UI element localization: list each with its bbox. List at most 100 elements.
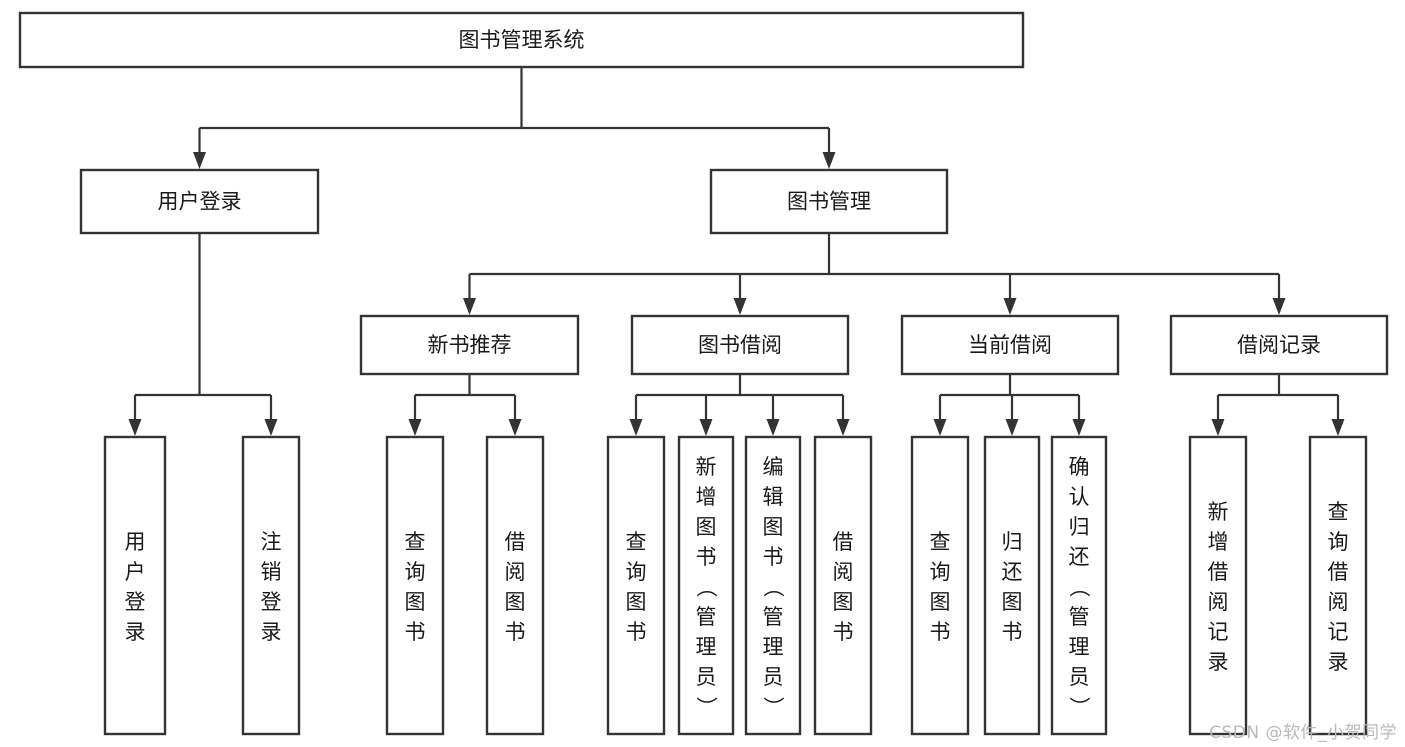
connector-layer	[128, 67, 1345, 436]
node-label: 用户登录	[158, 190, 242, 214]
node-box	[485, 435, 545, 736]
svg-text:图: 图	[505, 590, 526, 614]
node-borrow-record[interactable]: 借阅记录	[1169, 314, 1389, 376]
node-box	[1188, 435, 1248, 736]
svg-text:管: 管	[763, 605, 784, 629]
node-book-borrow[interactable]: 图书借阅	[630, 314, 850, 376]
svg-text:还: 还	[1069, 545, 1090, 569]
node-box	[241, 435, 301, 736]
svg-text:确: 确	[1069, 455, 1090, 479]
svg-text:书: 书	[1002, 620, 1023, 644]
node-current-borrow[interactable]: 当前借阅	[900, 314, 1120, 376]
svg-text:查: 查	[1328, 500, 1349, 524]
node-box	[709, 168, 949, 235]
node-new-book-recommend[interactable]: 新书推荐	[359, 314, 580, 376]
arrow-head	[699, 419, 713, 436]
svg-text:户: 户	[125, 560, 146, 584]
svg-text:书: 书	[930, 620, 951, 644]
node-box	[983, 435, 1041, 736]
svg-text:阅: 阅	[833, 560, 854, 584]
arrow-head	[128, 419, 142, 436]
svg-text:认: 认	[1069, 485, 1090, 509]
svg-text:辑: 辑	[763, 485, 784, 509]
svg-text:书: 书	[626, 620, 647, 644]
svg-text:员: 员	[1069, 665, 1090, 689]
arrow-head	[193, 152, 206, 169]
node-box	[813, 435, 873, 736]
svg-text:图: 图	[626, 590, 647, 614]
svg-text:新: 新	[696, 455, 717, 479]
node-box	[1308, 435, 1368, 736]
svg-text:登: 登	[125, 590, 146, 614]
svg-text:查: 查	[626, 530, 647, 554]
node-label: 用户登录	[125, 530, 146, 644]
svg-text:）: ）	[1067, 696, 1091, 717]
svg-text:查: 查	[930, 530, 951, 554]
svg-text:录: 录	[261, 620, 282, 644]
svg-text:管: 管	[1069, 605, 1090, 629]
svg-text:图: 图	[405, 590, 426, 614]
svg-text:书: 书	[405, 620, 426, 644]
svg-text:还: 还	[1002, 560, 1023, 584]
svg-text:图: 图	[833, 590, 854, 614]
svg-text:理: 理	[1069, 635, 1090, 659]
svg-text:录: 录	[125, 620, 146, 644]
svg-text:登: 登	[261, 590, 282, 614]
node-user-login[interactable]: 用户登录	[79, 168, 320, 235]
svg-text:图: 图	[930, 590, 951, 614]
arrow-head	[508, 419, 522, 436]
svg-text:图: 图	[763, 515, 784, 539]
svg-text:阅: 阅	[1328, 590, 1349, 614]
svg-text:询: 询	[930, 560, 951, 584]
svg-text:）: ）	[694, 696, 718, 717]
node-book-management[interactable]: 图书管理	[709, 168, 949, 235]
svg-text:录: 录	[1208, 650, 1229, 674]
svg-text:用: 用	[125, 530, 146, 554]
arrow-head	[836, 419, 850, 436]
node-box	[18, 11, 1025, 69]
node-box	[1050, 435, 1108, 736]
node-label: 图书管理系统	[459, 28, 585, 52]
node-label: 新书推荐	[428, 333, 512, 357]
node-label: 图书借阅	[698, 333, 782, 357]
arrow-head	[822, 152, 836, 169]
node-box	[606, 435, 666, 736]
watermark-text: CSDN @软件_小贺同学	[1209, 723, 1397, 743]
node-box	[385, 435, 445, 736]
arrow-head	[933, 419, 947, 436]
node-box	[900, 314, 1120, 376]
node-leaf-user-login[interactable]: 用户登录	[103, 435, 167, 736]
arrow-head	[1072, 419, 1086, 436]
arrow-head	[629, 419, 643, 436]
node-root[interactable]: 图书管理系统	[18, 11, 1025, 69]
arrow-head	[463, 298, 476, 315]
node-box	[910, 435, 970, 736]
svg-text:员: 员	[763, 665, 784, 689]
svg-text:阅: 阅	[505, 560, 526, 584]
svg-text:（: （	[694, 576, 718, 597]
svg-text:增: 增	[696, 485, 717, 509]
svg-text:借: 借	[1328, 560, 1349, 584]
node-box	[103, 435, 167, 736]
